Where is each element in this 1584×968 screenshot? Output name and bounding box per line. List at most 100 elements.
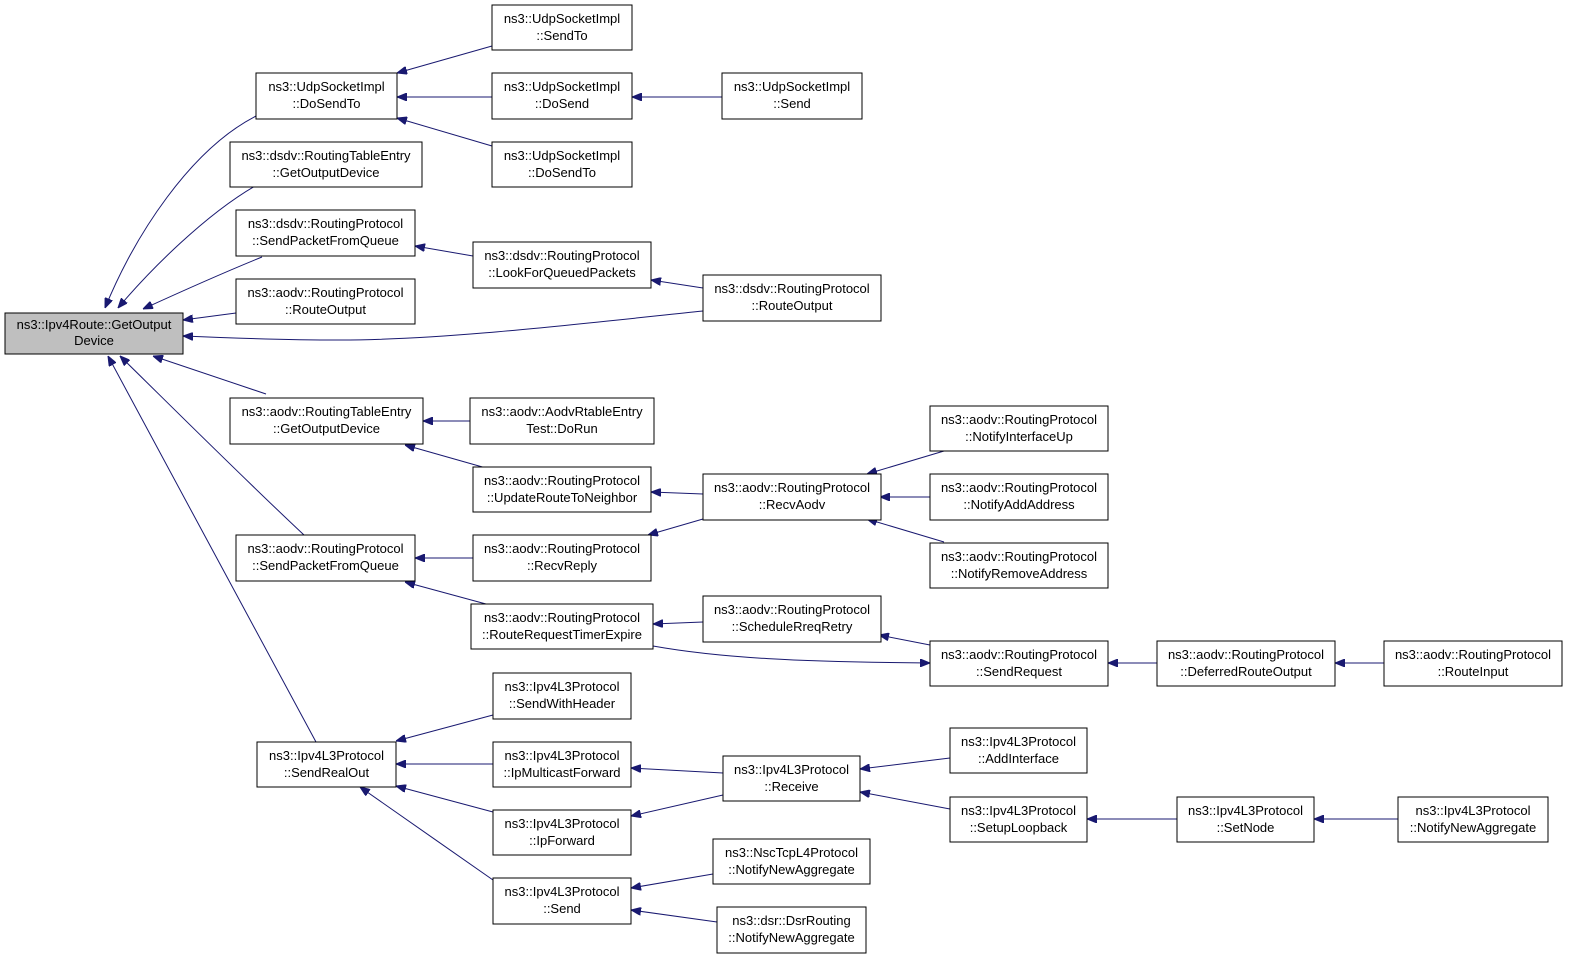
edge <box>397 118 493 147</box>
graph-node[interactable]: ns3::dsdv::RoutingProtocol ::SendPacketF… <box>235 209 416 257</box>
edge <box>153 356 267 395</box>
node-line: ns3::UdpSocketImpl <box>268 79 384 94</box>
node-line: ns3::aodv::RoutingProtocol <box>484 541 640 556</box>
graph-node[interactable]: ns3::UdpSocketImpl ::SendTo <box>491 4 633 51</box>
node-line: ::SendWithHeader <box>509 696 616 711</box>
edge <box>648 518 704 535</box>
graph-node[interactable]: ns3::Ipv4L3Protocol ::Receive <box>722 755 861 802</box>
graph-node[interactable]: ns3::Ipv4L3Protocol ::SendWithHeader <box>492 672 632 720</box>
node-line: ::LookForQueuedPackets <box>488 265 636 280</box>
node-line: ::NotifyRemoveAddress <box>951 566 1088 581</box>
graph-node[interactable]: ns3::aodv::RoutingProtocol ::NotifyInter… <box>929 405 1109 452</box>
node-line: ns3::aodv::RoutingProtocol <box>1168 647 1324 662</box>
graph-node[interactable]: ns3::Ipv4L3Protocol ::SendRealOut <box>256 741 397 788</box>
graph-node-root[interactable]: ns3::Ipv4Route::GetOutput Device <box>4 312 184 355</box>
node-line: ns3::dsdv::RoutingProtocol <box>248 216 403 231</box>
graph-node[interactable]: ns3::aodv::RoutingProtocol ::UpdateRoute… <box>472 466 652 513</box>
node-line: ns3::dsdv::RoutingProtocol <box>714 281 869 296</box>
node-line: ::Send <box>543 901 581 916</box>
node-line: ns3::dsr::DsrRouting <box>732 913 851 928</box>
edge <box>653 622 704 624</box>
graph-node[interactable]: ns3::Ipv4L3Protocol ::Send <box>492 877 632 925</box>
node-line: ::IpForward <box>529 833 595 848</box>
graph-node[interactable]: ns3::dsdv::RoutingTableEntry ::GetOutput… <box>229 141 423 188</box>
edge <box>867 519 945 543</box>
graph-node[interactable]: ns3::aodv::RoutingProtocol ::SendPacketF… <box>235 534 416 582</box>
graph-node[interactable]: ns3::aodv::RoutingProtocol ::RouteReques… <box>470 603 654 650</box>
node-line: ::SetupLoopback <box>970 820 1068 835</box>
graph-node[interactable]: ns3::aodv::RoutingProtocol ::ScheduleRre… <box>702 595 882 643</box>
node-line: ns3::aodv::RoutingProtocol <box>1395 647 1551 662</box>
node-line: ns3::Ipv4L3Protocol <box>269 748 384 763</box>
node-line: ns3::aodv::AodvRtableEntry <box>481 404 643 419</box>
node-line: ::SendPacketFromQueue <box>252 558 399 573</box>
graph-node[interactable]: ns3::aodv::RoutingProtocol ::NotifyAddAd… <box>929 473 1109 521</box>
node-line: ::SendTo <box>536 28 587 43</box>
graph-node[interactable]: ns3::Ipv4L3Protocol ::SetNode <box>1176 796 1315 843</box>
node-line: ::ScheduleRreqRetry <box>732 619 853 634</box>
node-line: ::RouteOutput <box>752 298 833 313</box>
node-line: ::RouteInput <box>1438 664 1509 679</box>
graph-node[interactable]: ns3::UdpSocketImpl ::DoSendTo <box>491 141 633 188</box>
graph-node[interactable]: ns3::aodv::RoutingTableEntry ::GetOutput… <box>229 397 424 445</box>
edge <box>183 312 237 320</box>
graph-node[interactable]: ns3::aodv::RoutingProtocol ::DeferredRou… <box>1156 640 1336 687</box>
edge <box>396 786 494 813</box>
node-line: ::SendRequest <box>976 664 1062 679</box>
edge <box>879 635 931 646</box>
edge <box>143 256 263 309</box>
edge <box>860 792 951 810</box>
edges <box>105 45 1398 923</box>
edge <box>105 115 257 308</box>
graph-node[interactable]: ns3::dsdv::RoutingProtocol ::LookForQueu… <box>472 241 652 289</box>
edge <box>651 280 704 289</box>
node-line: ns3::Ipv4L3Protocol <box>961 803 1076 818</box>
edge <box>631 873 714 888</box>
graph-node[interactable]: ns3::aodv::RoutingProtocol ::RouteInput <box>1383 640 1563 687</box>
node-line: ::DoSend <box>535 96 589 111</box>
graph-node[interactable]: ns3::aodv::RoutingProtocol ::RecvReply <box>472 534 652 582</box>
graph-node[interactable]: ns3::dsr::DsrRouting ::NotifyNewAggregat… <box>716 906 867 954</box>
graph-node[interactable]: ns3::aodv::RoutingProtocol ::RecvAodv <box>702 473 882 521</box>
graph-node[interactable]: ns3::Ipv4L3Protocol ::IpMulticastForward <box>492 741 632 788</box>
node-line: ns3::Ipv4L3Protocol <box>1188 803 1303 818</box>
node-line: ns3::UdpSocketImpl <box>504 148 620 163</box>
node-line: ns3::aodv::RoutingProtocol <box>247 541 403 556</box>
node-line: ::AddInterface <box>978 751 1059 766</box>
graph-node[interactable]: ns3::aodv::RoutingProtocol ::NotifyRemov… <box>929 542 1109 589</box>
node-line: ns3::dsdv::RoutingTableEntry <box>241 148 411 163</box>
node-line: ::GetOutputDevice <box>273 421 380 436</box>
node-line: Test::DoRun <box>526 421 598 436</box>
node-line: ns3::Ipv4L3Protocol <box>505 748 620 763</box>
edge <box>860 757 951 769</box>
edge <box>396 714 494 741</box>
node-line: ::RouteRequestTimerExpire <box>482 627 642 642</box>
graph-node[interactable]: ns3::aodv::AodvRtableEntry Test::DoRun <box>469 397 655 445</box>
node-line: ::RecvAodv <box>759 497 826 512</box>
node-line: ns3::Ipv4L3Protocol <box>961 734 1076 749</box>
graph-node[interactable]: ns3::UdpSocketImpl ::DoSendTo <box>255 72 398 120</box>
node-line: ns3::Ipv4L3Protocol <box>505 884 620 899</box>
node-line: ::NotifyNewAggregate <box>728 862 854 877</box>
graph-node[interactable]: ns3::aodv::RoutingProtocol ::SendRequest <box>929 640 1109 687</box>
graph-node[interactable]: ns3::UdpSocketImpl ::DoSend <box>491 72 633 120</box>
node-line: ns3::UdpSocketImpl <box>504 11 620 26</box>
edge <box>651 492 704 494</box>
graph-node[interactable]: ns3::Ipv4L3Protocol ::SetupLoopback <box>949 796 1088 843</box>
edge <box>120 356 305 536</box>
graph-node[interactable]: ns3::UdpSocketImpl ::Send <box>721 72 863 120</box>
graph-node[interactable]: ns3::Ipv4L3Protocol ::IpForward <box>492 809 632 856</box>
graph-node[interactable]: ns3::NscTcpL4Protocol ::NotifyNewAggrega… <box>712 838 871 885</box>
edge <box>183 310 704 341</box>
node-line: ::DoSendTo <box>528 165 596 180</box>
node-line: ::Send <box>773 96 811 111</box>
graph-node[interactable]: ns3::Ipv4L3Protocol ::NotifyNewAggregate <box>1397 796 1549 843</box>
node-line: ::NotifyNewAggregate <box>728 930 854 945</box>
graph-node[interactable]: ns3::aodv::RoutingProtocol ::RouteOutput <box>235 278 416 325</box>
node-line: ::SendPacketFromQueue <box>252 233 399 248</box>
node-line: ::RouteOutput <box>285 302 366 317</box>
graph-node[interactable]: ns3::dsdv::RoutingProtocol ::RouteOutput <box>702 274 882 322</box>
node-line: ::IpMulticastForward <box>503 765 620 780</box>
graph-node[interactable]: ns3::Ipv4L3Protocol ::AddInterface <box>949 727 1088 774</box>
